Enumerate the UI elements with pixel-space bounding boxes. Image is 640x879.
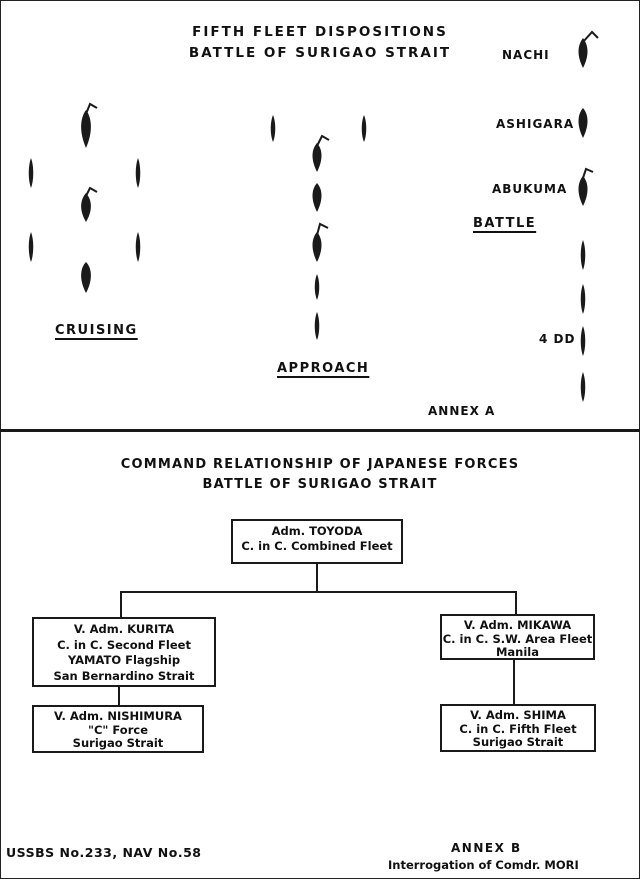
ship-destroyer-icon (314, 312, 320, 340)
box-nishimura: V. Adm. NISHIMURA "C" Force Surigao Stra… (32, 705, 204, 753)
ship-abukuma-icon (578, 176, 588, 206)
label-abukuma: ABUKUMA (492, 182, 568, 196)
label-nachi: NACHI (502, 48, 550, 62)
label-approach: APPROACH (277, 361, 370, 376)
shima-location: Surigao Strait (472, 735, 564, 749)
toyoda-role: C. in C. Combined Fleet (241, 539, 393, 553)
ship-flagship-icon (312, 232, 322, 262)
label-interrogation: Interrogation of Comdr. MORI (388, 858, 579, 872)
battle-formation (578, 30, 599, 402)
shima-role: C. in C. Fifth Fleet (459, 721, 577, 736)
connector-line (118, 686, 120, 706)
label-4dd: 4 DD (539, 332, 576, 346)
ship-nachi-icon (578, 38, 588, 68)
ship-escort-icon (28, 158, 34, 188)
command-subtitle: BATTLE OF SURIGAO STRAIT (202, 477, 438, 492)
connector-line (513, 659, 515, 705)
connector-line (515, 591, 517, 617)
label-cruising: CRUISING (55, 323, 138, 338)
ship-destroyer-icon (580, 240, 586, 270)
command-title: COMMAND RELATIONSHIP OF JAPANESE FORCES (120, 457, 520, 472)
ship-flag-icon (85, 102, 98, 115)
ship-flag-icon (316, 222, 329, 236)
kurita-location: San Bernardino Strait (53, 668, 195, 683)
shima-name: V. Adm. SHIMA (470, 708, 566, 722)
ship-destroyer-icon (580, 326, 586, 356)
box-mikawa: V. Adm. MIKAWA C. in C. S.W. Area Fleet … (440, 614, 595, 660)
dispositions-subtitle: BATTLE OF SURIGAO STRAIT (188, 45, 452, 61)
label-ashigara: ASHIGARA (496, 117, 575, 131)
footer-ussbs-reference: USSBS No.233, NAV No.58 (6, 845, 202, 860)
connector-line (120, 591, 122, 617)
ship-formations (28, 30, 599, 402)
nishimura-name: V. Adm. NISHIMURA (54, 709, 182, 723)
ship-flag-icon (85, 186, 98, 197)
box-kurita: V. Adm. KURITA C. in C. Second Fleet YAM… (32, 617, 216, 687)
cruising-formation (28, 102, 141, 293)
kurita-role: C. in C. Second Fleet (57, 637, 191, 652)
ship-destroyer-icon (580, 372, 586, 402)
kurita-flagship: YAMATO Flagship (67, 653, 181, 667)
connector-line (120, 591, 517, 593)
ship-destroyer-icon (314, 274, 320, 300)
ship-flagship-icon (312, 143, 322, 172)
box-shima: V. Adm. SHIMA C. in C. Fifth Fleet Surig… (440, 704, 596, 752)
nishimura-force: "C" Force (87, 722, 148, 737)
label-annex-b: ANNEX B (451, 841, 522, 855)
kurita-name: V. Adm. KURITA (73, 622, 175, 636)
label-annex-a: ANNEX A (428, 404, 496, 418)
mikawa-name: V. Adm. MIKAWA (463, 618, 572, 632)
ship-flag-icon (582, 167, 594, 179)
ship-cruiser-icon (81, 262, 91, 293)
ship-flagship-icon (81, 193, 91, 222)
ship-flag-icon (582, 30, 599, 43)
connector-line (316, 563, 318, 592)
approach-formation (270, 115, 367, 340)
ship-destroyer-icon (580, 284, 586, 314)
ship-escort-icon (361, 115, 367, 142)
ship-escort-icon (135, 232, 141, 262)
ship-escort-icon (28, 232, 34, 262)
nishimura-location: Surigao Strait (72, 736, 164, 750)
ship-escort-icon (270, 115, 276, 142)
section-divider (0, 429, 640, 432)
ship-cruiser-icon (312, 183, 322, 212)
mikawa-role: C. in C. S.W. Area Fleet (442, 631, 593, 646)
ship-escort-icon (135, 158, 141, 188)
ship-flag-icon (316, 134, 330, 147)
dispositions-title: FIFTH FLEET DISPOSITIONS (192, 24, 448, 40)
label-battle: BATTLE (473, 216, 537, 231)
mikawa-location: Manila (495, 645, 540, 659)
box-toyoda: Adm. TOYODA C. in C. Combined Fleet (231, 519, 403, 564)
toyoda-name: Adm. TOYODA (271, 524, 363, 538)
ship-flagship-icon (81, 110, 91, 148)
ship-ashigara-icon (578, 108, 588, 138)
